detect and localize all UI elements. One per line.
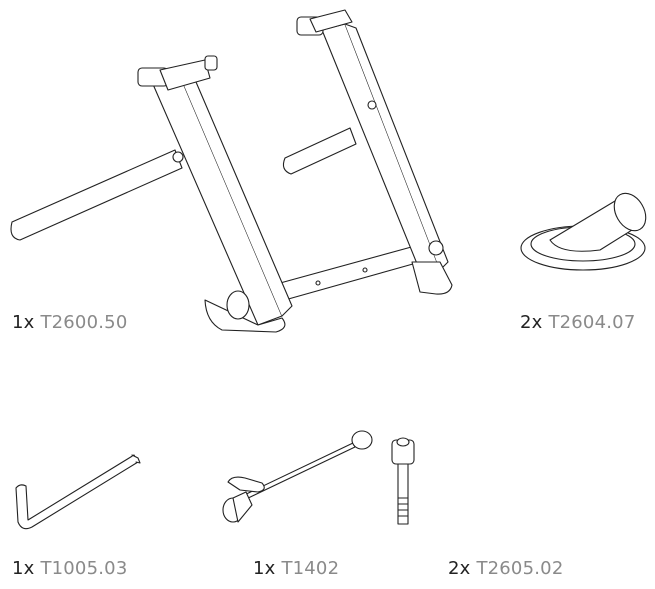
part-label-hex-key: 1x T1005.03 (12, 558, 127, 579)
skewer-drawing (222, 430, 373, 523)
part-qty: 1x (253, 558, 276, 579)
part-qty: 1x (12, 312, 35, 333)
part-number: T2604.07 (548, 312, 636, 333)
part-number: T1005.03 (40, 558, 128, 579)
part-qty: 1x (12, 558, 35, 579)
part-label-bolt: 2x T2605.02 (448, 558, 563, 579)
hex-key-drawing (15, 454, 141, 530)
part-qty: 2x (520, 312, 543, 333)
part-number: T1402 (281, 558, 340, 579)
part-number: T2600.50 (40, 312, 128, 333)
part-label-skewer: 1x T1402 (253, 558, 339, 579)
trainer-frame-drawing (10, 9, 453, 333)
part-label-frame: 1x T2600.50 (12, 312, 127, 333)
bolt-drawing (391, 437, 415, 525)
part-qty: 2x (448, 558, 471, 579)
part-number: T2605.02 (476, 558, 564, 579)
part-label-foot-cap: 2x T2604.07 (520, 312, 635, 333)
foot-cap-drawing (520, 192, 647, 271)
